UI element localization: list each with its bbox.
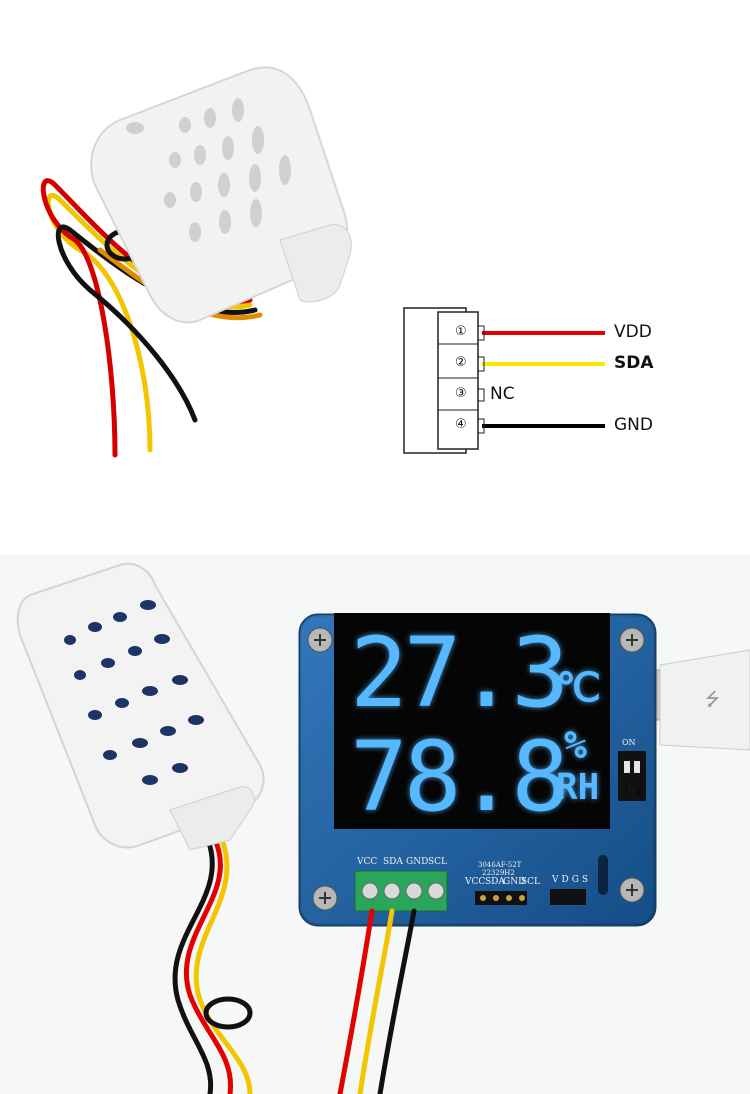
pin-label-vdd: VDD bbox=[614, 322, 652, 342]
bottom-panel: ⭍ bbox=[0, 555, 750, 1094]
header-label-gnd: GND bbox=[503, 877, 526, 887]
connector-body bbox=[437, 311, 479, 450]
dip-number-2: 2 bbox=[636, 787, 642, 796]
model-code-2: 22329H2 bbox=[482, 869, 515, 877]
terminal-label-sda: SDA bbox=[383, 857, 403, 867]
board-photo: ⭍ bbox=[16, 562, 750, 1094]
pin-number-2: ② bbox=[455, 355, 467, 370]
dip-on-label: ON bbox=[622, 738, 636, 747]
terminal-label-gnd: GND bbox=[406, 857, 429, 867]
sensor-photo bbox=[40, 66, 352, 458]
pin-number-1: ① bbox=[455, 324, 467, 339]
humidity-rh: RH bbox=[556, 767, 600, 808]
top-panel: ① ② ③ ④ VDD SDA NC GND bbox=[0, 0, 750, 540]
terminal-label-vcc: VCC bbox=[357, 857, 378, 867]
pin-number-4: ④ bbox=[455, 417, 467, 432]
model-code: 3046AF-52T bbox=[478, 861, 522, 869]
cable-tie-2 bbox=[203, 996, 253, 1030]
lcd-screen bbox=[334, 613, 610, 829]
vdgs-label: VDGS bbox=[552, 875, 592, 885]
temperature-readout: 27.3 bbox=[350, 617, 569, 729]
pin-label-sda: SDA bbox=[614, 353, 654, 373]
svg-text:⭍: ⭍ bbox=[705, 689, 720, 710]
humidity-percent: % bbox=[564, 723, 587, 767]
dip-number-1: 1 bbox=[624, 787, 630, 796]
pin-label-gnd: GND bbox=[614, 415, 653, 435]
header-label-sda: SDA bbox=[485, 877, 505, 887]
pin-label-nc: NC bbox=[490, 384, 515, 404]
sensor-cable bbox=[172, 837, 417, 1094]
header-label-vcc: VCC bbox=[465, 877, 486, 887]
header-label-scl: SCL bbox=[521, 877, 541, 887]
pinout-diagram: ① ② ③ ④ VDD SDA NC GND bbox=[400, 300, 680, 460]
sensor-housing bbox=[90, 66, 352, 324]
pin-number-3: ③ bbox=[455, 386, 467, 401]
terminal-label-scl: SCL bbox=[428, 857, 448, 867]
humidity-readout: 78.8 bbox=[350, 721, 569, 833]
temperature-unit: ℃ bbox=[556, 665, 601, 711]
sensor-housing-2 bbox=[16, 562, 265, 851]
